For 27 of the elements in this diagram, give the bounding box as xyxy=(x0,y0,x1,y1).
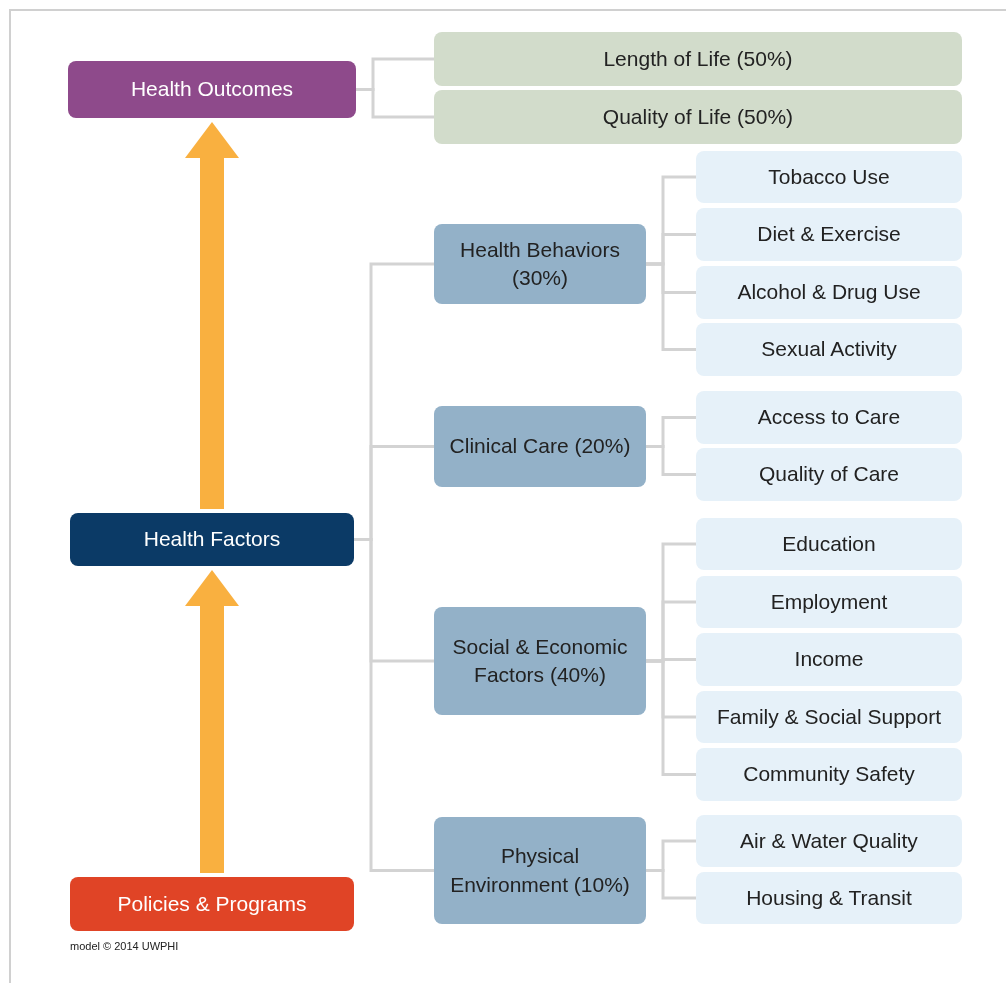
factor-group-box: Physical Environment (10%) xyxy=(434,817,646,924)
factor-box: Housing & Transit xyxy=(696,872,962,924)
factor-box: Alcohol & Drug Use xyxy=(696,266,962,319)
arrow xyxy=(185,122,239,509)
connector-line xyxy=(354,538,434,872)
policy-box: Policies & Programs xyxy=(70,877,354,931)
factor-box: Access to Care xyxy=(696,391,962,444)
factor-group-box: Social & Economic Factors (40%) xyxy=(434,607,646,715)
outcome-measure-box: Quality of Life (50%) xyxy=(434,90,962,144)
factor-box: Community Safety xyxy=(696,748,962,801)
outcome-measure-box: Length of Life (50%) xyxy=(434,32,962,86)
connector-line xyxy=(646,445,696,476)
factors-box: Health Factors xyxy=(70,513,354,566)
factor-box: Employment xyxy=(696,576,962,628)
factor-group-box: Health Behaviors (30%) xyxy=(434,224,646,304)
factor-box: Education xyxy=(696,518,962,570)
factor-box: Tobacco Use xyxy=(696,151,962,203)
caption: model © 2014 UWPHI xyxy=(70,940,179,952)
factor-group-box: Clinical Care (20%) xyxy=(434,406,646,487)
outcome-box: Health Outcomes xyxy=(68,61,356,118)
factor-box: Quality of Care xyxy=(696,448,962,501)
factor-box: Income xyxy=(696,633,962,686)
arrow xyxy=(185,570,239,873)
factor-box: Family & Social Support xyxy=(696,691,962,743)
factor-box: Diet & Exercise xyxy=(696,208,962,261)
factor-box: Air & Water Quality xyxy=(696,815,962,867)
factor-box: Sexual Activity xyxy=(696,323,962,376)
